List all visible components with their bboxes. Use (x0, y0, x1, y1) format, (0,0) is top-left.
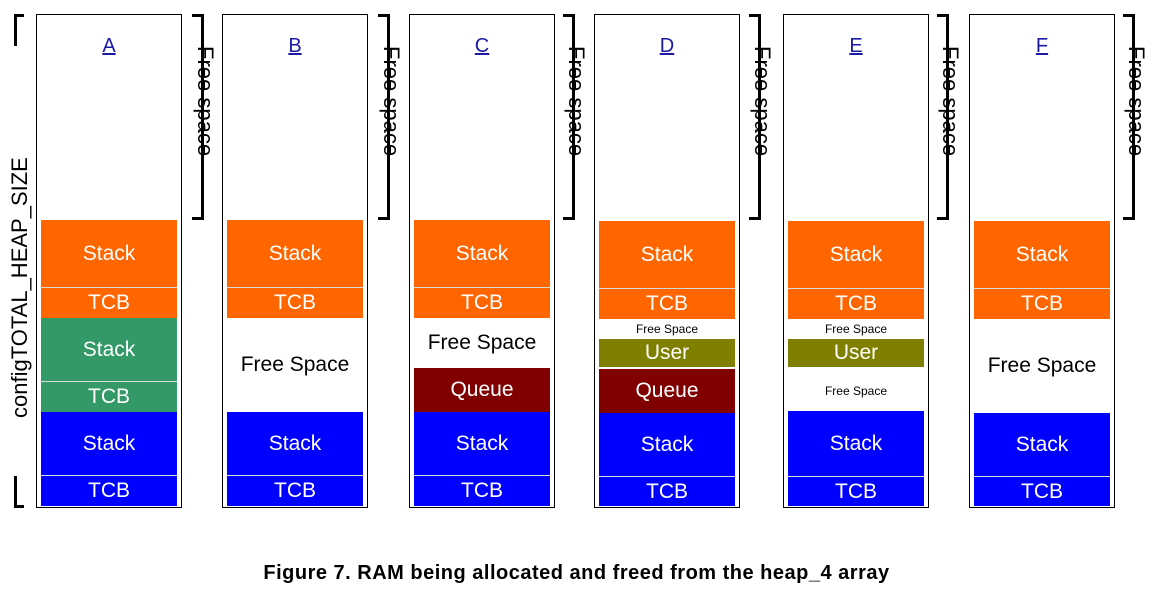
block-stack: Stack (974, 413, 1110, 477)
free-space-bracket (192, 14, 204, 220)
block-tcb: TCB (599, 289, 735, 319)
block-tcb: TCB (227, 476, 363, 506)
block-stack: Stack (788, 411, 924, 477)
free-space-bracket (378, 14, 390, 220)
free-space-label: Free space (193, 46, 218, 157)
heap-column-d: D Stack TCB Free Space User Queue Stack … (594, 14, 740, 508)
block-free-space: Free Space (824, 384, 888, 398)
heap-column-b: B Stack TCB Free Space Stack TCB (222, 14, 368, 508)
free-space-bracket (563, 14, 575, 220)
column-label-b[interactable]: B (288, 35, 302, 57)
block-tcb: TCB (599, 477, 735, 506)
block-stack: Stack (599, 413, 735, 477)
heap-bracket-bottom (14, 476, 24, 508)
block-stack: Stack (974, 221, 1110, 289)
free-space-bracket (749, 14, 761, 220)
column-label-f[interactable]: F (1035, 35, 1049, 57)
heap-column-f: F Stack TCB Free Space Stack TCB (969, 14, 1115, 508)
block-tcb: TCB (41, 382, 177, 412)
free-space-bracket (937, 14, 949, 220)
block-tcb: TCB (414, 288, 550, 318)
block-free-space: Free Space (635, 322, 699, 336)
free-space-label: Free space (1124, 46, 1149, 157)
column-label-a[interactable]: A (102, 35, 116, 57)
free-space-label: Free space (379, 46, 404, 157)
block-tcb: TCB (227, 288, 363, 318)
column-label-c[interactable]: C (474, 35, 490, 57)
block-tcb: TCB (41, 288, 177, 318)
heap-size-label: configTOTAL_HEAP_SIZE (7, 157, 32, 418)
column-label-e[interactable]: E (849, 35, 863, 57)
block-stack: Stack (599, 221, 735, 289)
block-tcb: TCB (974, 289, 1110, 319)
block-tcb: TCB (41, 476, 177, 506)
free-space-bracket (1123, 14, 1135, 220)
block-free-space: Free Space (427, 331, 537, 354)
block-stack: Stack (414, 220, 550, 288)
block-stack: Stack (227, 220, 363, 288)
block-tcb: TCB (414, 476, 550, 506)
block-stack: Stack (41, 220, 177, 288)
block-tcb: TCB (974, 477, 1110, 506)
block-stack: Stack (414, 412, 550, 476)
block-queue: Queue (414, 368, 550, 412)
block-queue: Queue (599, 369, 735, 413)
heap-column-a: A Stack TCB Stack TCB Stack TCB (36, 14, 182, 508)
figure-caption: Figure 7. RAM being allocated and freed … (263, 562, 890, 584)
block-user: User (599, 339, 735, 367)
heap-column-c: C Stack TCB Free Space Queue Stack TCB (409, 14, 555, 508)
block-stack: Stack (41, 412, 177, 476)
block-user: User (788, 339, 924, 367)
block-tcb: TCB (788, 477, 924, 506)
block-stack: Stack (41, 318, 177, 382)
free-space-label: Free space (750, 46, 775, 157)
block-tcb: TCB (788, 289, 924, 319)
free-space-label: Free space (564, 46, 589, 157)
free-space-label: Free space (938, 46, 963, 157)
block-free-space: Free Space (987, 354, 1097, 377)
heap-bracket-top (14, 14, 24, 46)
block-stack: Stack (227, 412, 363, 476)
heap-column-e: E Stack TCB Free Space User Free Space S… (783, 14, 929, 508)
block-stack: Stack (788, 221, 924, 289)
column-label-d[interactable]: D (659, 35, 675, 57)
block-free-space: Free Space (240, 353, 350, 376)
block-free-space: Free Space (824, 322, 888, 336)
